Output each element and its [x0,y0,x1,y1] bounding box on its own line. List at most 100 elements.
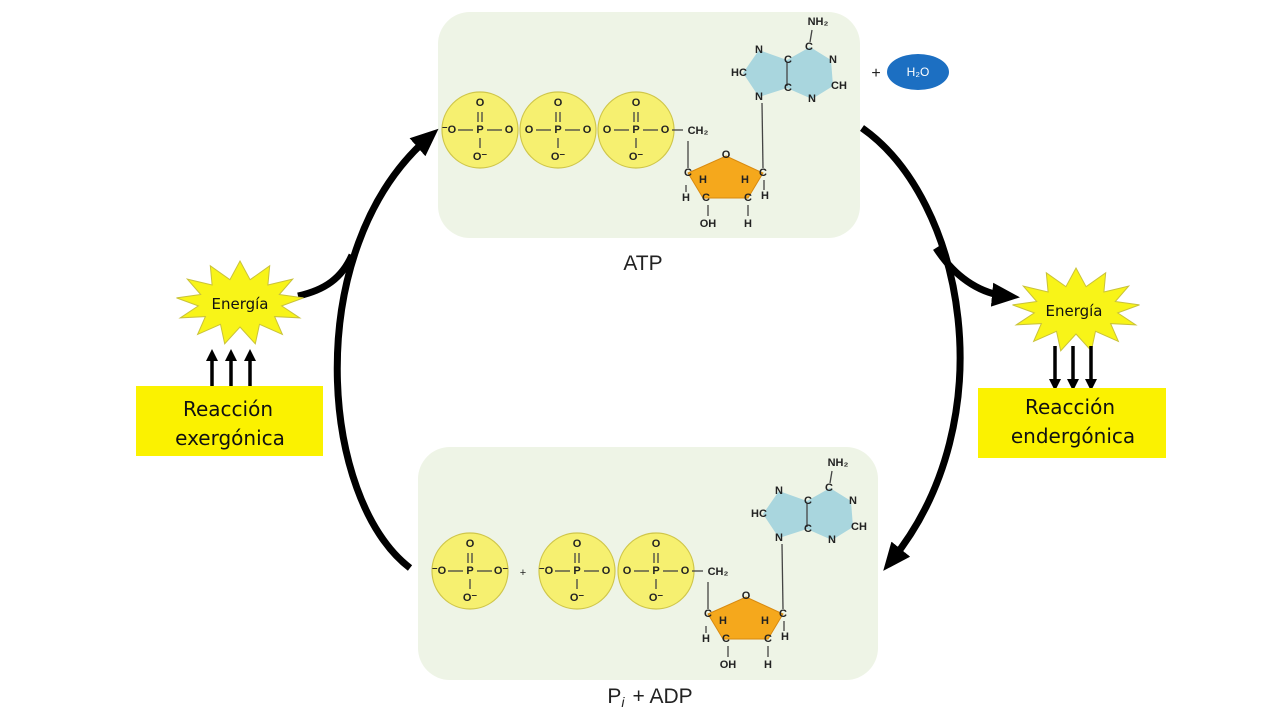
svg-text:O⁻: O⁻ [649,592,664,604]
endergonic-reaction-box: Reacción endergónica [978,388,1166,458]
nucleoside-adp: CH₂ O C C H H H C C H OH H NH₂ N C C N H… [692,457,867,671]
svg-text:Reacción: Reacción [183,397,273,421]
svg-text:H: H [741,174,749,186]
svg-text:C: C [764,633,772,645]
svg-text:H: H [744,218,752,230]
svg-text:P: P [632,124,639,136]
adp-label: Pi+ ADP [607,685,692,710]
svg-text:C: C [825,482,833,494]
energy-down-arrows [1049,346,1097,391]
svg-text:O: O [583,124,592,136]
svg-text:O: O [505,124,514,136]
svg-text:O: O [602,565,611,577]
svg-text:O: O [573,538,582,550]
energy-output-arrow [933,246,1020,307]
svg-text:C: C [779,608,787,620]
svg-text:N: N [808,93,816,105]
svg-text:P: P [466,565,473,577]
svg-text:Energía: Energía [212,295,269,313]
svg-text:H: H [699,174,707,186]
svg-text:O: O [632,97,641,109]
energy-input-arrow [297,253,356,300]
svg-text:exergónica: exergónica [175,426,285,450]
svg-text:O: O [623,565,632,577]
svg-text:C: C [804,523,812,535]
svg-text:H₂O: H₂O [907,65,930,79]
energy-burst-left: Energía [176,259,304,345]
inorganic-phosphate: O P O⁻ ⁻O O⁻ [431,532,509,610]
svg-text:N: N [775,485,783,497]
atp-label: ATP [623,252,662,275]
phosphate-group-2: O P O⁻ O O [519,91,597,169]
svg-text:C: C [805,41,813,53]
hydrolysis-arrow [859,125,964,571]
svg-text:CH₂: CH₂ [688,125,709,137]
svg-text:N: N [849,495,857,507]
svg-text:⁻O: ⁻O [442,124,457,136]
svg-text:Reacción: Reacción [1025,395,1115,419]
phosphate-group-2: O P O⁻ O O [617,532,695,610]
svg-text:P: P [652,565,659,577]
svg-text:H: H [761,190,769,202]
svg-text:P: P [573,565,580,577]
svg-text:H: H [761,615,769,627]
svg-text:C: C [684,167,692,179]
svg-text:H: H [781,631,789,643]
svg-text:O: O [681,565,690,577]
energy-burst-right: Energía [1012,266,1140,352]
svg-text:H: H [764,659,772,671]
svg-text:O⁻: O⁻ [629,151,644,163]
svg-text:N: N [755,91,763,103]
svg-text:O: O [661,124,670,136]
svg-text:O: O [742,590,751,602]
svg-text:N: N [829,54,837,66]
svg-text:O: O [476,97,485,109]
svg-text:O: O [466,538,475,550]
svg-text:NH₂: NH₂ [828,457,849,469]
svg-text:HC: HC [751,508,767,520]
svg-text:C: C [784,82,792,94]
water-badge: H₂O [887,54,949,90]
svg-text:O⁻: O⁻ [551,151,566,163]
plus-sign: + [871,65,880,82]
svg-text:NH₂: NH₂ [808,16,829,28]
svg-text:CH₂: CH₂ [708,566,729,578]
svg-text:C: C [759,167,767,179]
svg-text:O: O [652,538,661,550]
synthesis-arrow [333,128,439,571]
exergonic-reaction-box: Reacción exergónica [136,386,323,456]
svg-text:O⁻: O⁻ [494,565,509,577]
svg-text:O⁻: O⁻ [570,592,585,604]
svg-text:C: C [744,192,752,204]
svg-text:OH: OH [720,659,737,671]
svg-text:CH: CH [851,521,867,533]
svg-text:C: C [804,495,812,507]
svg-text:OH: OH [700,218,717,230]
svg-text:HC: HC [731,67,747,79]
phosphate-group-3: O P O⁻ O O [597,91,675,169]
nucleoside-atp: CH₂ O C C H H H C C H OH H NH₂ N C C N H… [672,16,847,230]
svg-text:N: N [828,534,836,546]
svg-text:N: N [755,44,763,56]
svg-text:H: H [702,633,710,645]
svg-text:C: C [722,633,730,645]
svg-text:O⁻: O⁻ [473,151,488,163]
svg-text:O: O [722,149,731,161]
plus-sign: + [520,567,526,579]
svg-text:C: C [704,608,712,620]
svg-text:O: O [603,124,612,136]
svg-text:⁻O: ⁻O [432,565,447,577]
svg-text:H: H [719,615,727,627]
svg-text:N: N [775,532,783,544]
svg-text:P: P [554,124,561,136]
svg-text:CH: CH [831,80,847,92]
svg-text:O: O [525,124,534,136]
svg-text:O: O [554,97,563,109]
svg-text:O⁻: O⁻ [463,592,478,604]
svg-text:Energía: Energía [1046,302,1103,320]
